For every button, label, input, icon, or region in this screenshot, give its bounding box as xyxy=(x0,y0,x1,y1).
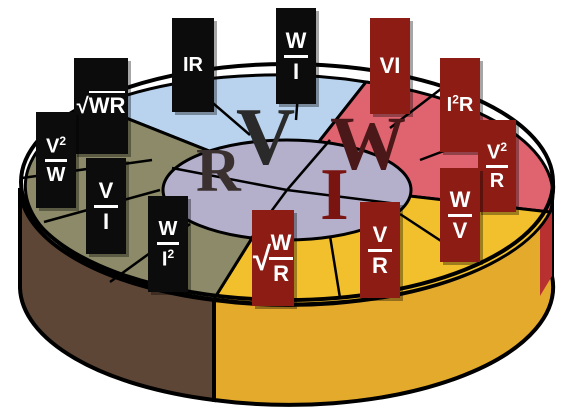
numerator: W xyxy=(286,30,307,52)
formula-card-resistance-1: W I2 xyxy=(148,196,188,292)
numerator: V2 xyxy=(46,135,66,157)
formula-text: √WR xyxy=(77,91,126,118)
fraction-bar xyxy=(448,214,472,217)
formula-fraction: W I2 xyxy=(157,219,179,270)
numerator: V2 xyxy=(487,141,507,163)
fraction-bar xyxy=(94,205,118,208)
fraction-bar xyxy=(45,159,67,162)
denominator: I2 xyxy=(162,248,174,270)
fraction-bar xyxy=(157,242,179,245)
denominator: W xyxy=(47,165,66,185)
fraction-bar xyxy=(486,165,508,168)
formula-card-power-2: I2R xyxy=(440,58,480,152)
numerator: V xyxy=(99,180,114,202)
numerator: V xyxy=(373,224,388,246)
denominator: R xyxy=(273,263,289,285)
formula-text: VI xyxy=(380,53,401,78)
fraction-bar xyxy=(284,55,308,58)
numerator: W xyxy=(159,219,178,239)
formula-text: I2R xyxy=(447,94,474,116)
hub-letter-resistance: R xyxy=(196,140,241,202)
formula-card-power-1: VI xyxy=(370,18,410,114)
fraction-bar xyxy=(269,257,293,260)
numerator: W xyxy=(450,189,471,211)
hub-letter-voltage: V xyxy=(236,96,295,178)
fraction-bar xyxy=(368,249,392,252)
numerator: W xyxy=(271,232,292,254)
denominator: I xyxy=(293,61,299,83)
formula-card-voltage-1: IR xyxy=(172,18,214,112)
hub-letter-power: W xyxy=(330,106,406,182)
formula-card-voltage-3: √WR xyxy=(74,58,128,154)
denominator: V xyxy=(453,220,468,242)
denominator: R xyxy=(490,171,504,191)
denominator: I xyxy=(103,211,109,233)
formula-text: IR xyxy=(183,54,203,76)
denominator: R xyxy=(372,255,388,277)
